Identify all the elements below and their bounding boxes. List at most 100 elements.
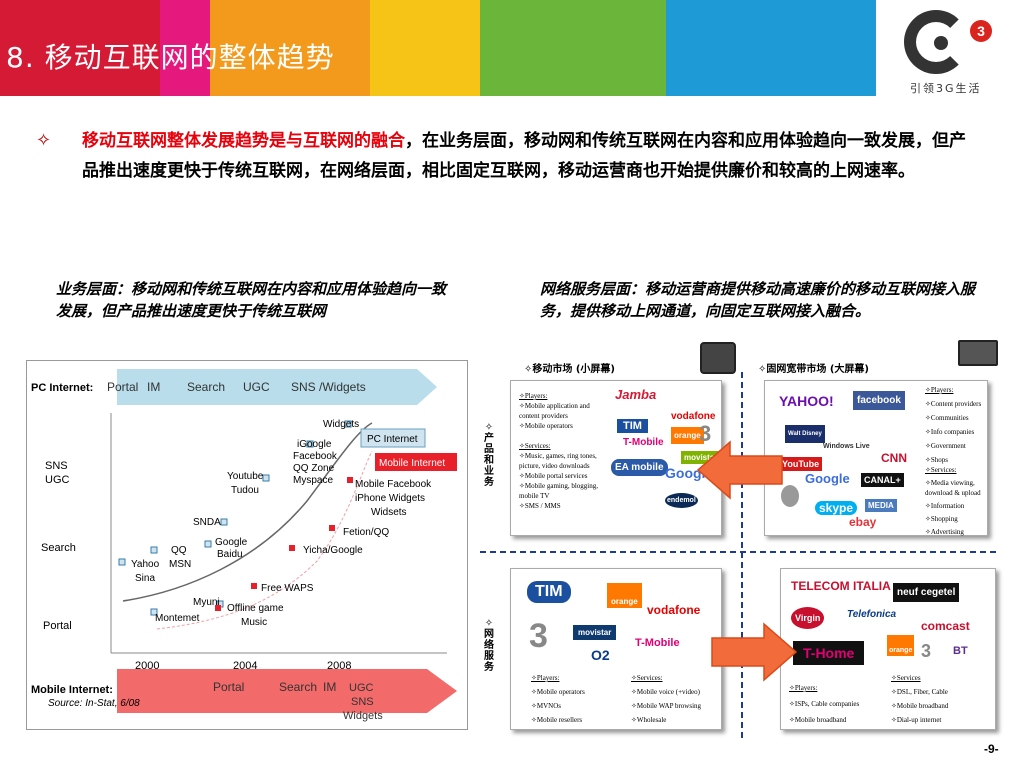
network-layer-caption: 网络服务层面：移动运营商提供移动高速廉价的移动互联网接入服务，提供移动上网通道，… (540, 280, 976, 320)
tr-service: ✧Advertising (925, 528, 964, 536)
trend-chart-svg: PC Internet: Portal IM Search UGC SNS /W… (31, 369, 457, 722)
page-title: 8. 移动互联网的整体趋势 (6, 41, 335, 74)
mobile-point-marker (215, 605, 221, 611)
mobile-item: Widgets (343, 710, 383, 722)
panel-mobile-services: ✧Players: ✧Mobile application and conten… (510, 380, 722, 536)
bt-logo: BT (953, 645, 968, 657)
panel-mobile-network: TIM vodafone orange 3 movistar T-Mobile … (510, 568, 722, 730)
matrix-dividers (480, 372, 996, 738)
stripe-red (0, 0, 160, 96)
stripe-orange (210, 0, 370, 96)
tr-player: ✧Info companies (925, 428, 975, 436)
brand-logo: 3 引领3G生活 (880, 0, 1024, 96)
pc-point-label: Baidu (217, 549, 243, 560)
pc-point-label: Google (215, 537, 248, 548)
pc-item: UGC (243, 380, 270, 394)
br-service: ✧Mobile broadband (891, 702, 949, 710)
main-body: ，在业务层面，移动网和传统互联网在内容和应用体验趋向一致发展，但产品推出速度更快… (82, 131, 966, 181)
mobile-market-title: ✧移动市场 (小屏幕) (524, 364, 616, 375)
stripe-green (480, 0, 666, 96)
tr-player: ✧Shops (925, 456, 948, 464)
tr-player: ✧Communities (925, 414, 969, 422)
tr-players-title: ✧Players: (925, 386, 954, 394)
mobile-point-marker (347, 477, 353, 483)
ea-mobile-logo: EA mobile (611, 459, 668, 476)
pc-point-marker (306, 440, 314, 448)
pc-point-marker (150, 546, 158, 554)
pc-item: IM (147, 380, 160, 394)
orange-logo-2: orange (607, 583, 642, 608)
br-player: ✧Mobile broadband (789, 716, 847, 724)
logo-slogan: 引领3G生活 (910, 82, 982, 95)
three-logo: 3 (699, 421, 712, 446)
fixed-market-title: ✧固网宽带市场 (大屏幕) (758, 364, 870, 375)
tl-players-title: ✧Players: (519, 392, 548, 400)
bl-player: ✧Mobile resellers (531, 716, 583, 724)
tl-service: ✧Mobile gaming, blogging, mobile TV (519, 482, 598, 500)
pc-point-marker (204, 540, 212, 548)
o2-logo: O2 (591, 647, 610, 663)
pc-point-label: Tudou (231, 485, 259, 496)
legend-pc-label: PC Internet (367, 434, 418, 445)
mobile-point-marker (289, 545, 295, 551)
mobile-item: SNS (351, 696, 374, 708)
orange-logo: orange (671, 427, 704, 444)
panel-fixed-services: YAHOO! facebook Walt Disney Windows Live… (764, 380, 988, 536)
legend-mobile-box (375, 453, 457, 471)
mobile-point-label: iPhone Widgets (355, 493, 425, 504)
mobile-point-label: Widsets (371, 507, 407, 518)
ebay-logo: ebay (849, 515, 877, 529)
pc-point-marker (220, 518, 228, 526)
youtube-logo: YouTube (779, 457, 823, 471)
br-service: ✧Dial-up internet (891, 716, 942, 724)
mobile-point-marker (251, 583, 257, 589)
main-highlight: 移动互联网整体发展趋势是与互联网的融合 (82, 131, 405, 151)
mobile-item: Portal (213, 680, 244, 694)
vodafone-logo-2: vodafone (647, 603, 701, 617)
telefonica-logo: Telefonica (847, 609, 897, 620)
phone-icon (700, 342, 736, 374)
mobile-point-label: Free WAPS (261, 583, 314, 594)
canal-plus-logo: CANAL+ (861, 473, 904, 487)
bl-service: ✧Mobile voice (+video) (631, 688, 700, 696)
tl-notes: ✧Players: ✧Mobile application and conten… (519, 391, 611, 511)
facebook-logo: facebook (853, 391, 905, 410)
logo-badge: 3 (970, 20, 992, 42)
pc-point-marker (118, 558, 126, 566)
pc-point-label: QQ Zone (293, 463, 335, 474)
yahoo-logo: YAHOO! (779, 393, 834, 409)
apple-icon (781, 485, 799, 507)
tr-service: ✧Information (925, 502, 965, 510)
pc-point-label: Youtube (227, 471, 264, 482)
movistar-logo-2: movistar (573, 625, 617, 640)
three-logo-2: 3 (529, 617, 548, 655)
pc-point-marker (262, 474, 270, 482)
pc-point-label: QQ (171, 545, 187, 556)
vodafone-logo: vodafone (671, 411, 716, 422)
legend-mobile-label: Mobile Internet (379, 458, 445, 469)
g3-logo-icon (904, 10, 968, 74)
y-label-ugc: UGC (45, 474, 70, 486)
y-label-search: Search (41, 542, 76, 554)
mobile-point-label: Offline game (227, 603, 284, 614)
arrow-mobile-to-fixed-icon (711, 622, 798, 682)
bl-players-title: ✧Players: (531, 674, 560, 682)
endemol-logo: endemol (665, 493, 698, 508)
pc-item: Portal (107, 380, 138, 394)
br-services-title: ✧Services (891, 674, 921, 682)
windows-live-logo: Windows Live (823, 443, 870, 450)
br-players-title: ✧Players: (789, 684, 818, 692)
tr-player: ✧Content providers (925, 400, 982, 408)
mobile-label: Mobile Internet: (31, 684, 113, 696)
tl-service: ✧Mobile portal services (519, 472, 588, 480)
y-label-sns: SNS (45, 460, 68, 472)
tl-service: ✧Music, games, ring tones, picture, vide… (519, 452, 597, 470)
y-label-portal: Portal (43, 620, 72, 632)
pc-point-label: Yahoo (131, 559, 160, 570)
pc-point-label: Myuni (193, 597, 220, 608)
telecom-italia-logo: TELECOM ITALIA (791, 579, 891, 593)
arrow-fixed-to-mobile-icon (696, 440, 783, 500)
pc-point-label: Myspace (293, 475, 333, 486)
google-logo-2: Google (805, 471, 850, 486)
tr-notes: ✧Players: ✧Content providers ✧Communitie… (925, 385, 989, 537)
